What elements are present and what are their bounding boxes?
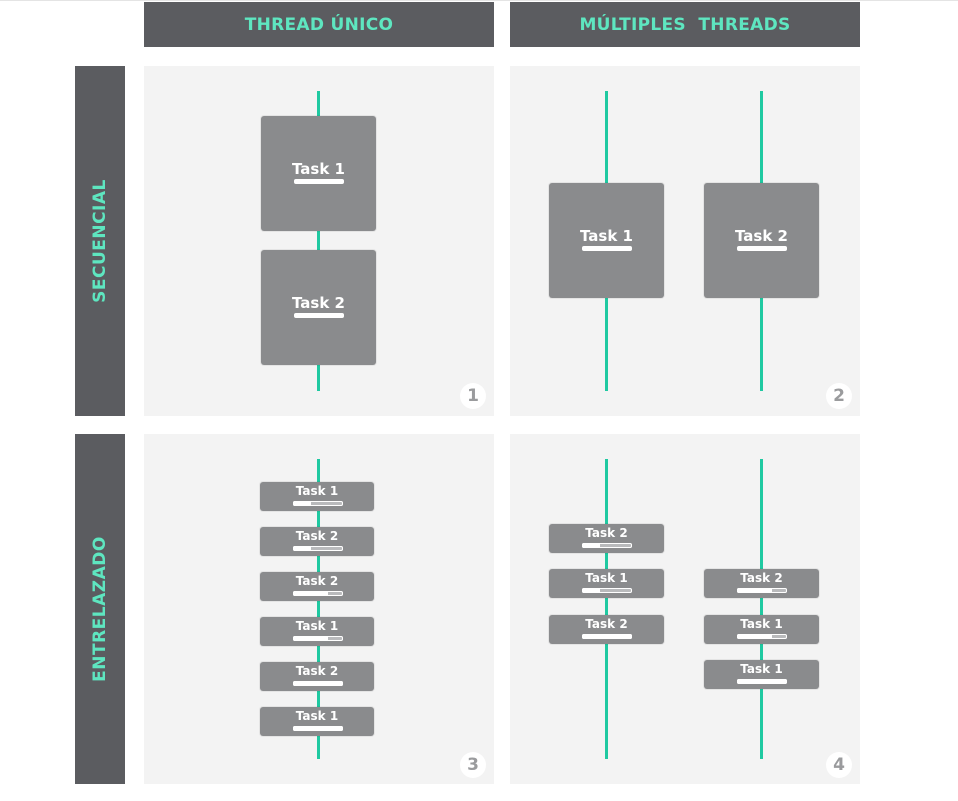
task-block: Task 2 bbox=[549, 524, 664, 553]
panel-number: 1 bbox=[460, 383, 486, 409]
progress-fill bbox=[737, 588, 772, 593]
task-progress-bar bbox=[582, 588, 632, 593]
panel-number: 3 bbox=[460, 752, 486, 778]
task-label: Task 1 bbox=[292, 160, 345, 178]
task-block: Task 1 bbox=[549, 569, 664, 598]
thread-line bbox=[317, 91, 320, 391]
task-progress-bar bbox=[293, 591, 343, 596]
task-progress-bar bbox=[582, 634, 632, 639]
row-header-sequential: SECUENCIAL bbox=[75, 66, 125, 416]
progress-fill bbox=[582, 634, 632, 639]
task-block: Task 1 bbox=[260, 482, 374, 511]
progress-fill bbox=[293, 636, 328, 641]
task-block: Task 1 bbox=[704, 660, 819, 689]
progress-fill bbox=[293, 726, 343, 731]
progress-fill bbox=[737, 679, 787, 684]
panel-number: 4 bbox=[826, 752, 852, 778]
task-label: Task 2 bbox=[740, 571, 783, 585]
task-progress-bar bbox=[294, 179, 344, 184]
row-header-interleaved: ENTRELAZADO bbox=[75, 434, 125, 784]
task-block: Task 1 bbox=[260, 707, 374, 736]
task-progress-bar bbox=[737, 246, 787, 251]
task-label: Task 2 bbox=[295, 529, 339, 543]
task-block: Task 1 bbox=[260, 617, 374, 646]
task-label: Task 1 bbox=[295, 709, 339, 723]
task-progress-bar bbox=[293, 546, 343, 551]
column-header-single-thread: THREAD ÚNICO bbox=[144, 2, 494, 47]
task-block: Task 1 bbox=[704, 615, 819, 644]
task-label: Task 2 bbox=[295, 664, 339, 678]
row-header-sequential-label: SECUENCIAL bbox=[90, 179, 110, 303]
task-block: Task 2 bbox=[261, 250, 376, 365]
task-progress-bar bbox=[294, 313, 344, 318]
task-block: Task 2 bbox=[260, 527, 374, 556]
task-label: Task 2 bbox=[292, 294, 345, 312]
task-progress-bar bbox=[293, 726, 343, 731]
top-divider bbox=[0, 0, 958, 1]
task-block: Task 1 bbox=[261, 116, 376, 231]
task-label: Task 2 bbox=[735, 227, 788, 245]
progress-fill bbox=[582, 543, 600, 548]
task-label: Task 1 bbox=[295, 484, 339, 498]
task-block: Task 2 bbox=[704, 569, 819, 598]
task-progress-bar bbox=[293, 681, 343, 686]
task-block: Task 2 bbox=[704, 183, 819, 298]
task-progress-bar bbox=[737, 588, 787, 593]
task-label: Task 2 bbox=[295, 574, 339, 588]
task-label: Task 1 bbox=[740, 662, 783, 676]
progress-fill bbox=[293, 501, 311, 506]
thread-line bbox=[760, 459, 763, 759]
task-label: Task 2 bbox=[585, 617, 628, 631]
task-label: Task 1 bbox=[295, 619, 339, 633]
task-progress-bar bbox=[293, 501, 343, 506]
task-label: Task 1 bbox=[585, 571, 628, 585]
task-label: Task 2 bbox=[585, 526, 628, 540]
column-header-multiple-threads: MÚLTIPLES THREADS bbox=[510, 2, 860, 47]
progress-fill bbox=[582, 588, 600, 593]
thread-line bbox=[317, 459, 320, 759]
progress-fill bbox=[293, 546, 311, 551]
task-block: Task 1 bbox=[549, 183, 664, 298]
panel-single-interleaved: Task 1 Task 2 Task 2 Task 1 Task 2 Task … bbox=[144, 434, 494, 784]
panel-single-sequential: Task 1 Task 2 1 bbox=[144, 66, 494, 416]
task-label: Task 1 bbox=[740, 617, 783, 631]
panel-multi-interleaved: Task 2 Task 1 Task 2 Task 2 Task 1 Task … bbox=[510, 434, 860, 784]
task-progress-bar bbox=[737, 634, 787, 639]
task-progress-bar bbox=[582, 543, 632, 548]
task-label: Task 1 bbox=[580, 227, 633, 245]
task-block: Task 2 bbox=[260, 572, 374, 601]
progress-fill bbox=[293, 681, 343, 686]
task-block: Task 2 bbox=[260, 662, 374, 691]
panel-multi-sequential: Task 1 Task 2 2 bbox=[510, 66, 860, 416]
thread-line bbox=[605, 459, 608, 759]
panel-number: 2 bbox=[826, 383, 852, 409]
progress-fill bbox=[293, 591, 328, 596]
progress-fill bbox=[737, 634, 772, 639]
task-progress-bar bbox=[293, 636, 343, 641]
task-block: Task 2 bbox=[549, 615, 664, 644]
task-progress-bar bbox=[737, 679, 787, 684]
row-header-interleaved-label: ENTRELAZADO bbox=[90, 536, 110, 682]
task-progress-bar bbox=[582, 246, 632, 251]
